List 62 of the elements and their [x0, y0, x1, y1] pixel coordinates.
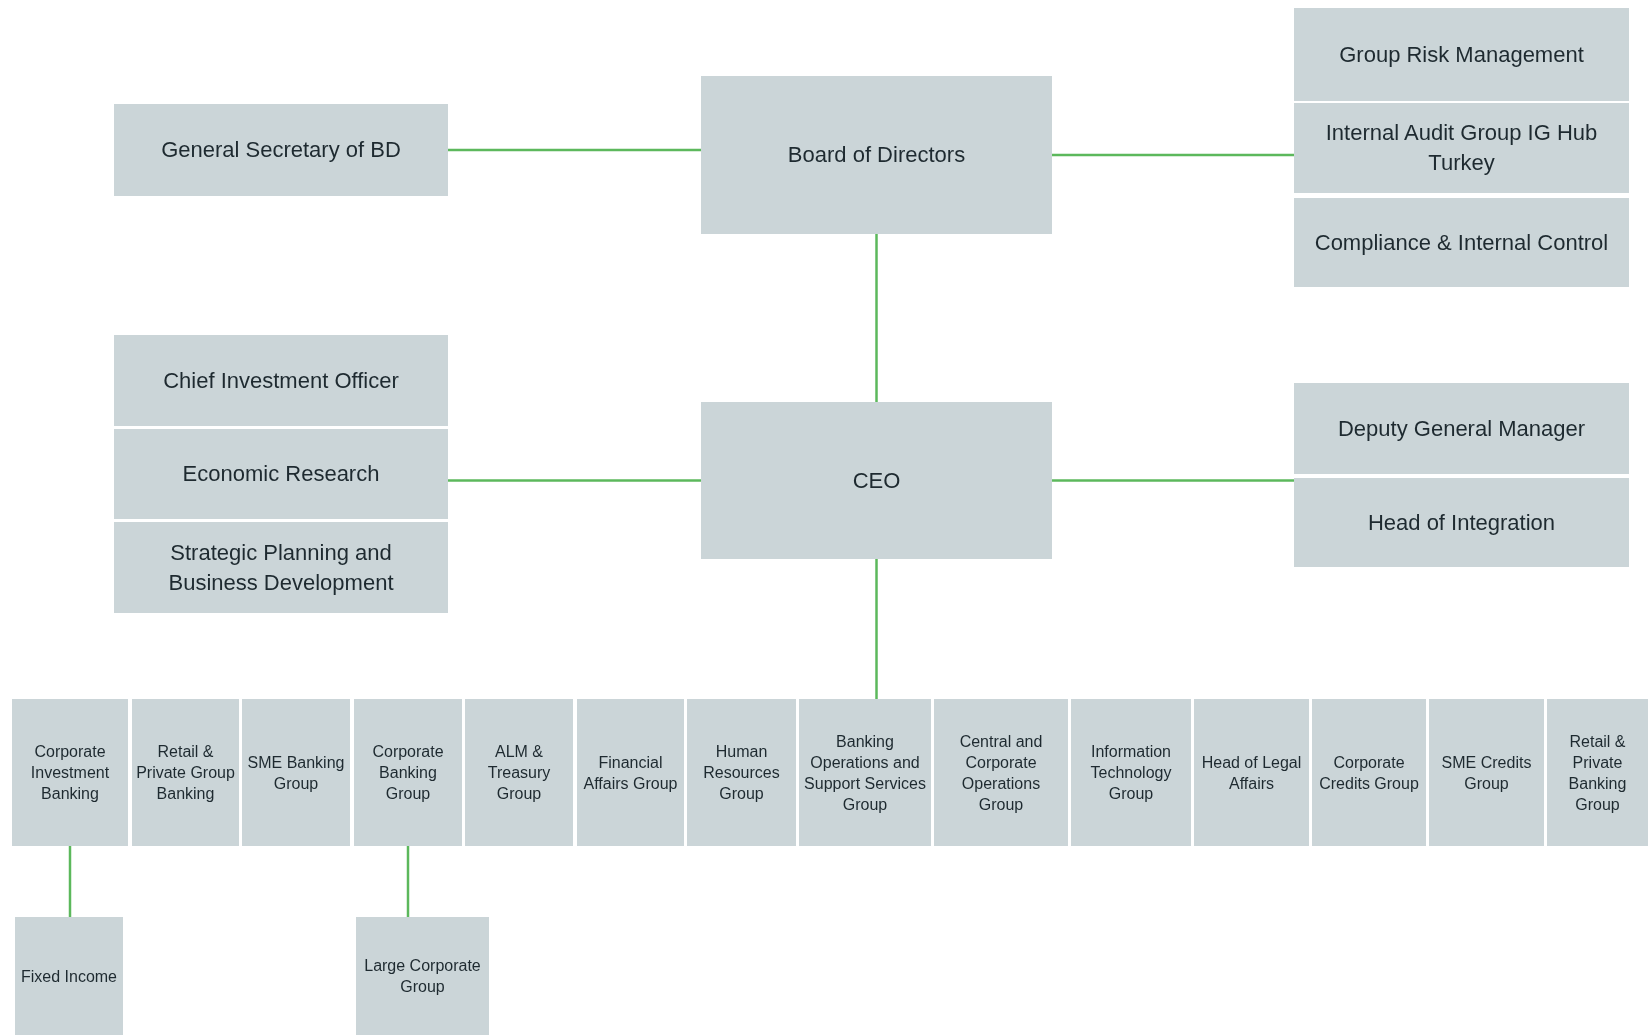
- org-box: [1547, 699, 1648, 846]
- org-box: [114, 104, 448, 196]
- org-box: [799, 699, 931, 846]
- connector-line: [875, 234, 878, 402]
- org-box: [354, 699, 462, 846]
- box-label: Head of Integration: [1367, 508, 1556, 537]
- org-box: [687, 699, 796, 846]
- box-label: Board of Directors: [787, 141, 966, 169]
- org-box: [1429, 699, 1544, 846]
- org-box: [356, 917, 489, 1035]
- org-box: [1071, 699, 1191, 846]
- org-box: [701, 76, 1052, 234]
- box-label: SME Banking Group: [246, 752, 346, 794]
- org-box: [114, 429, 448, 519]
- org-box: [114, 335, 448, 426]
- box-label: Group Risk Management: [1339, 40, 1584, 69]
- box-label: Information Technology Group: [1089, 742, 1173, 804]
- box-label: Banking Operations and Support Services Group: [803, 731, 927, 815]
- connector-line: [68, 846, 72, 917]
- connector-line: [1052, 153, 1294, 157]
- box-label: Internal Audit Group IG Hub Turkey: [1324, 119, 1599, 177]
- box-label: Head of Legal Affairs: [1200, 752, 1303, 794]
- org-box: [577, 699, 684, 846]
- org-box: [15, 917, 123, 1035]
- connector-line: [875, 559, 878, 699]
- box-label: Corporate Credits Group: [1318, 752, 1420, 794]
- org-box: [12, 699, 128, 846]
- box-label: Retail & Private Banking Group: [1567, 731, 1628, 815]
- connector-line: [448, 148, 701, 152]
- org-box: [1294, 383, 1629, 474]
- box-label: ALM & Treasury Group: [486, 742, 552, 804]
- org-box: [701, 402, 1052, 559]
- box-label: Central and Corporate Operations Group: [958, 731, 1044, 815]
- box-label: Large Corporate Group: [363, 956, 482, 997]
- org-box: [1294, 8, 1629, 101]
- org-box: [132, 699, 239, 846]
- box-label: SME Credits Group: [1440, 752, 1533, 794]
- org-box: [1312, 699, 1426, 846]
- box-label: Corporate Banking Group: [371, 742, 445, 804]
- box-label: Deputy General Manager: [1338, 414, 1585, 443]
- org-box: [934, 699, 1068, 846]
- box-label: CEO: [852, 466, 901, 495]
- org-box: [1294, 198, 1629, 287]
- box-label: Fixed Income: [20, 966, 117, 987]
- org-box: [114, 522, 448, 613]
- org-box: [465, 699, 573, 846]
- box-label: Compliance & Internal Control: [1314, 228, 1609, 257]
- org-box: [1294, 478, 1629, 567]
- box-label: Human Resources Group: [702, 742, 781, 804]
- org-box: [242, 699, 350, 846]
- box-label: Corporate Investment Banking: [29, 742, 111, 804]
- box-label: Economic Research: [182, 460, 380, 488]
- org-box: [1194, 699, 1309, 846]
- org-box: [1294, 103, 1629, 193]
- box-label: General Secretary of BD: [161, 136, 401, 164]
- connector-line: [1052, 479, 1294, 482]
- box-label: Strategic Planning and Business Development: [167, 538, 395, 597]
- box-label: Retail & Private Group Banking: [136, 742, 235, 804]
- box-label: Chief Investment Officer: [163, 366, 399, 395]
- connector-line: [406, 846, 410, 917]
- box-label: Financial Affairs Group: [582, 752, 679, 794]
- connector-line: [448, 479, 701, 482]
